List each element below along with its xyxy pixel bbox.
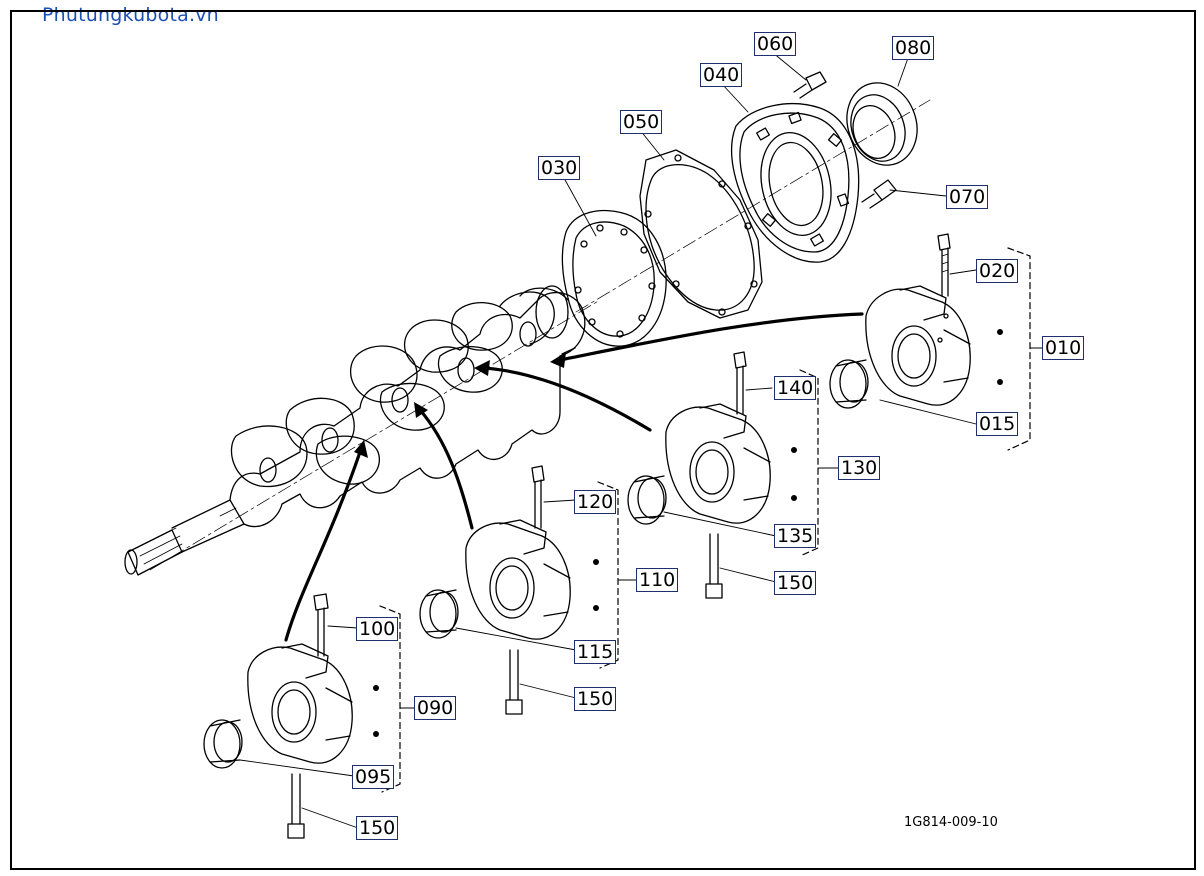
part-label-015[interactable]: 015 <box>976 412 1019 436</box>
bolt-100 <box>313 593 329 657</box>
part-label-100[interactable]: 100 <box>356 617 399 641</box>
part-label-050[interactable]: 050 <box>620 110 663 134</box>
bolt-020 <box>937 233 951 297</box>
part-label-040[interactable]: 040 <box>700 63 743 87</box>
bolt-150-upper <box>705 533 723 599</box>
seal-plate-050 <box>639 149 763 319</box>
bearing-holder-110 <box>465 519 571 640</box>
bearing-135 <box>627 475 667 525</box>
watermark-text: Phutungkubota.vn <box>42 4 219 26</box>
bearing-holder-090 <box>247 643 353 764</box>
oil-seal-case-040 <box>730 103 860 263</box>
oil-seal-080 <box>846 82 918 166</box>
part-label-150-upper[interactable]: 150 <box>774 571 817 595</box>
bearing-095 <box>203 719 243 769</box>
diagram-reference-code: 1G814-009-10 <box>904 815 998 830</box>
part-label-115[interactable]: 115 <box>574 640 617 664</box>
bolt-150-lower <box>287 773 305 839</box>
part-label-090[interactable]: 090 <box>414 696 457 720</box>
bearing-holder-130 <box>665 403 771 524</box>
bolt-150-middle <box>505 649 523 715</box>
bolts-060-070 <box>793 71 897 209</box>
assembly-brackets <box>379 247 1031 793</box>
cover-axis-line <box>575 99 931 313</box>
arrow-heads <box>354 352 566 458</box>
hole-dots <box>373 329 1003 737</box>
bearing-115 <box>419 589 459 639</box>
bracket-leaders <box>399 347 1043 709</box>
part-label-080[interactable]: 080 <box>892 36 935 60</box>
diagram-frame <box>10 10 1196 870</box>
part-label-095[interactable]: 095 <box>352 765 395 789</box>
part-label-130[interactable]: 130 <box>838 456 881 480</box>
gasket-030 <box>561 210 667 347</box>
leader-lines <box>239 51 977 829</box>
bearing-holder-010 <box>865 285 971 406</box>
part-label-030[interactable]: 030 <box>538 156 581 180</box>
part-label-070[interactable]: 070 <box>946 185 989 209</box>
part-label-140[interactable]: 140 <box>774 376 817 400</box>
part-label-010[interactable]: 010 <box>1042 336 1085 360</box>
crankshaft <box>124 285 601 576</box>
part-label-020[interactable]: 020 <box>976 259 1019 283</box>
part-label-150-lower[interactable]: 150 <box>356 816 399 840</box>
part-label-110[interactable]: 110 <box>636 568 679 592</box>
assembly-arrows <box>284 312 864 642</box>
bolt-120 <box>531 465 545 529</box>
bearing-015 <box>829 359 869 409</box>
part-label-060[interactable]: 060 <box>754 32 797 56</box>
part-label-150-middle[interactable]: 150 <box>574 687 617 711</box>
bolt-140 <box>733 351 747 415</box>
part-label-135[interactable]: 135 <box>774 524 817 548</box>
part-label-120[interactable]: 120 <box>574 490 617 514</box>
